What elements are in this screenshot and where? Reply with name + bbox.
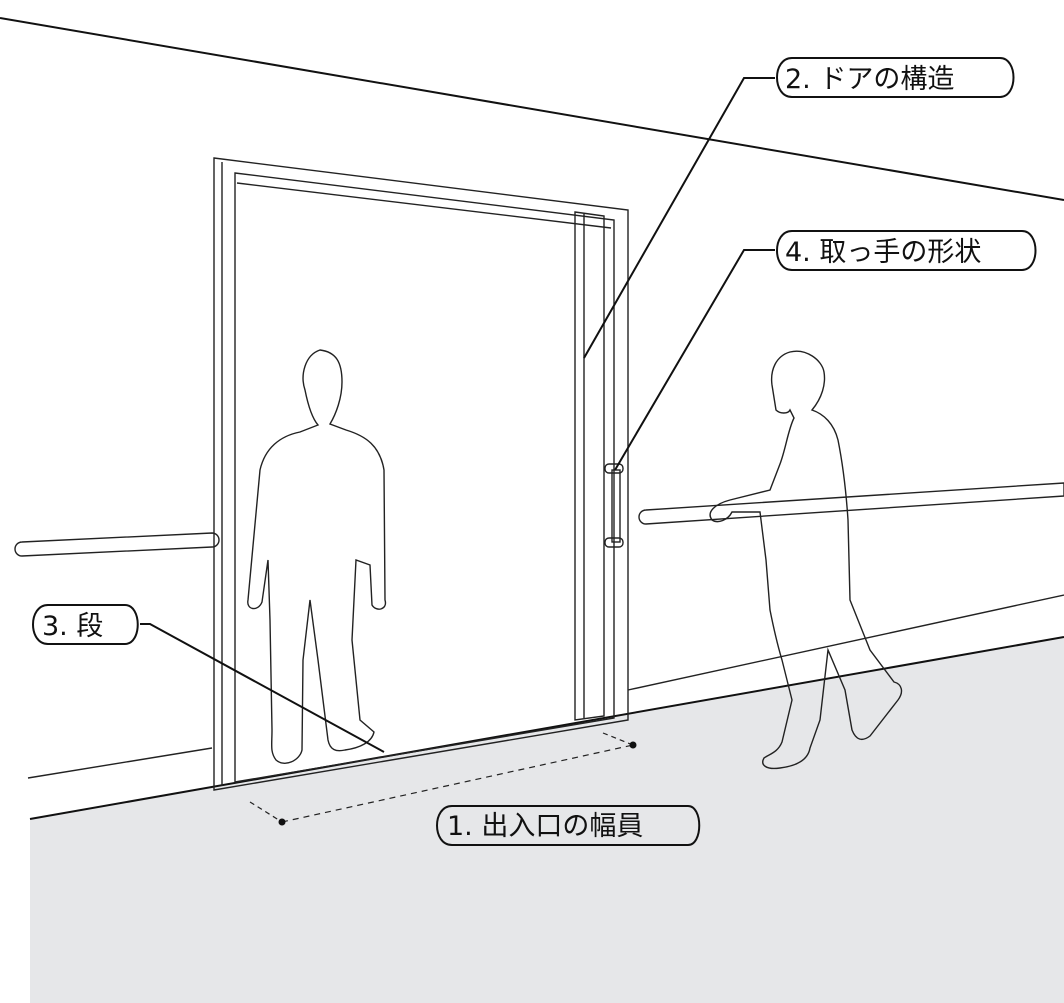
callout-step: 3. 段 [32,604,139,645]
callout-width-text: 1. 出入口の幅員 [447,811,643,842]
callout-door-structure-text: 2. ドアの構造 [785,64,954,95]
baseboard-left [27,747,213,779]
ceiling-line [0,17,1064,201]
callout-handle-shape-text: 4. 取っ手の形状 [785,237,981,268]
callout-step-text: 3. 段 [42,611,103,642]
leader-door-structure [583,77,775,359]
door-frame [213,157,629,791]
handrail-left [14,532,220,557]
callout-door-structure: 2. ドアの構造 [776,57,1015,98]
width-dimension [249,732,637,826]
walking-person-silhouette [709,350,903,770]
floor-wall-edge [29,636,1064,820]
floor [30,637,1064,1003]
leader-handle-shape [614,249,775,471]
baseboard-right [627,594,1064,691]
standing-person-silhouette [247,349,387,764]
handrail-right [638,482,1064,525]
callout-handle-shape: 4. 取っ手の形状 [776,230,1037,271]
leader-step [140,623,385,753]
callout-width: 1. 出入口の幅員 [436,805,701,846]
